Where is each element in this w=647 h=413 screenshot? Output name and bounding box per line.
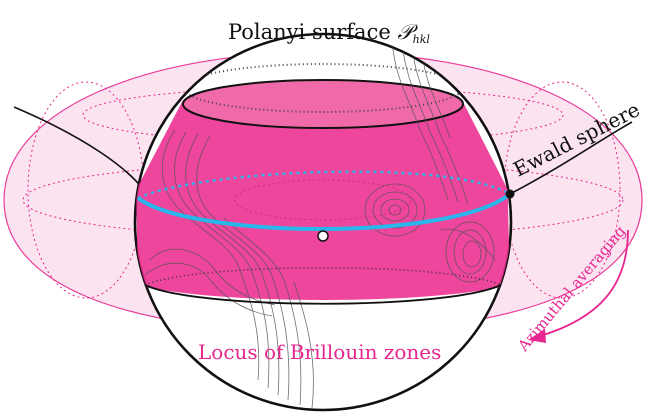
ewald-intersection-point <box>505 189 515 199</box>
polanyi-band <box>136 100 510 300</box>
ewald-arc-right <box>509 121 633 195</box>
cyan-ring-back <box>137 170 511 200</box>
origin-point <box>317 230 329 242</box>
azimuthal-arrow <box>539 229 629 337</box>
top-cap-ellipse <box>182 79 464 129</box>
torus-top-ring <box>82 86 564 144</box>
bottom-band-front <box>144 284 502 305</box>
azimuthal-arrow-head <box>528 329 546 343</box>
bottom-band-back <box>144 266 502 286</box>
contour-lines <box>144 39 496 409</box>
sphere-inner-ellipse <box>234 179 412 221</box>
locus-label: Locus of Brillouin zones <box>198 340 441 364</box>
cyan-ring-front <box>136 192 512 231</box>
polanyi-label: Polanyi surface 𝒫hkl <box>228 20 430 46</box>
